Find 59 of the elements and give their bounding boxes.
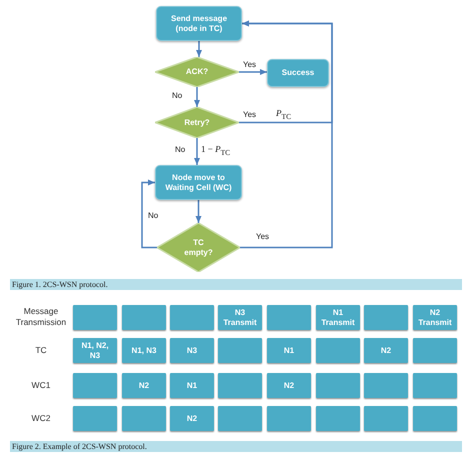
decision-diamond: Retry? bbox=[155, 107, 239, 138]
time-slot-box bbox=[316, 373, 360, 398]
time-slot-box: N2 bbox=[170, 406, 214, 431]
edge-label: No bbox=[172, 92, 182, 100]
process-box: Success bbox=[267, 59, 329, 87]
time-slot-box bbox=[218, 373, 262, 398]
time-slot-box bbox=[413, 338, 457, 363]
time-slot-box: N2 Transmit bbox=[413, 305, 457, 330]
time-slot-box bbox=[316, 338, 360, 363]
time-slot-box: N1 Transmit bbox=[316, 305, 360, 330]
edge-label: Yes bbox=[243, 111, 256, 119]
time-slot-box bbox=[122, 305, 166, 330]
time-slot-box: N1 bbox=[170, 373, 214, 398]
time-slot-box: N1, N3 bbox=[122, 338, 166, 363]
edge-label: No bbox=[148, 212, 158, 220]
time-slot-box bbox=[267, 305, 311, 330]
arrow bbox=[194, 138, 200, 165]
row-header: Message Transmission bbox=[14, 306, 68, 328]
time-slot-box: N2 bbox=[122, 373, 166, 398]
arrow bbox=[141, 180, 157, 248]
formula-label: 1 − P$_{TC}$ bbox=[201, 145, 230, 156]
decision-diamond: TC empty? bbox=[157, 223, 240, 272]
arrow bbox=[196, 41, 202, 57]
time-slot-box bbox=[73, 373, 117, 398]
time-slot-box bbox=[73, 406, 117, 431]
time-slot-box bbox=[170, 305, 214, 330]
time-slot-box bbox=[73, 305, 117, 330]
time-slot-box bbox=[364, 305, 408, 330]
time-slot-box bbox=[316, 406, 360, 431]
time-slot-box: N1 bbox=[267, 338, 311, 363]
time-slot-box bbox=[413, 373, 457, 398]
figure-caption: Figure 2. Example of 2CS-WSN protocol. bbox=[10, 441, 462, 452]
time-slot-box bbox=[364, 373, 408, 398]
arrow bbox=[194, 87, 200, 107]
process-box: Node move to Waiting Cell (WC) bbox=[155, 165, 242, 200]
time-slot-box: N3 bbox=[170, 338, 214, 363]
time-slot-box bbox=[218, 406, 262, 431]
formula-label: P$_{TC}$ bbox=[276, 109, 292, 120]
edge-label: Yes bbox=[256, 233, 270, 241]
time-slot-box bbox=[267, 406, 311, 431]
time-slot-box: N3 Transmit bbox=[218, 305, 262, 330]
arrow bbox=[240, 20, 333, 248]
time-slot-box: N2 bbox=[267, 373, 311, 398]
figure-caption: Figure 1. 2CS-WSN protocol. bbox=[10, 279, 462, 290]
decision-diamond: ACK? bbox=[155, 57, 239, 87]
time-slot-box: N1, N2, N3 bbox=[73, 338, 117, 363]
process-box: Send message (node in TC) bbox=[156, 6, 242, 41]
time-slot-box bbox=[218, 338, 262, 363]
arrow bbox=[196, 200, 202, 223]
time-slot-box: N2 bbox=[364, 338, 408, 363]
arrow bbox=[239, 69, 267, 75]
time-slot-box bbox=[364, 406, 408, 431]
time-slot-box bbox=[413, 406, 457, 431]
row-header: TC bbox=[34, 345, 48, 356]
edge-label: No bbox=[175, 146, 186, 154]
time-slot-box bbox=[122, 406, 166, 431]
row-header: WC2 bbox=[30, 413, 52, 424]
edge-label: Yes bbox=[243, 61, 256, 69]
row-header: WC1 bbox=[30, 380, 52, 392]
